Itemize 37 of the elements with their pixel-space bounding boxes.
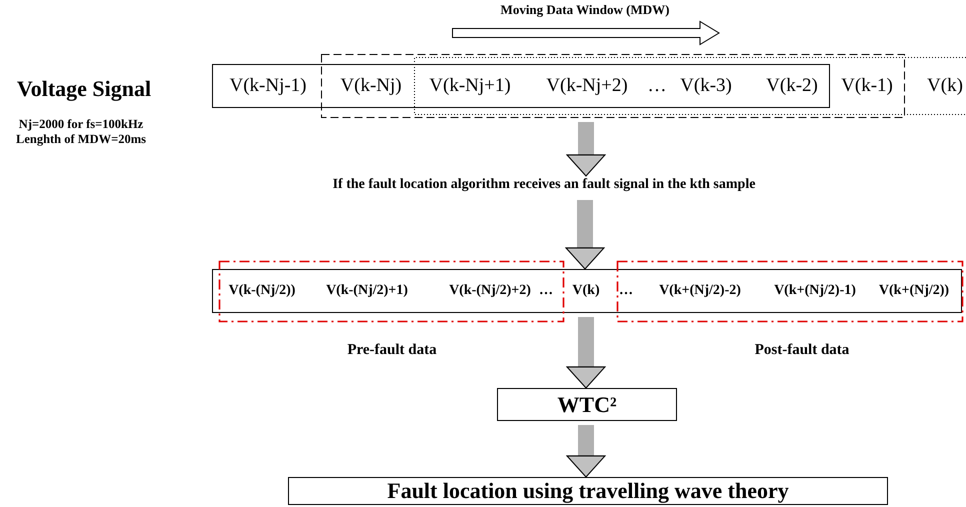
sample-label: V(k-(Nj/2)+1) bbox=[326, 284, 408, 298]
process-box: WTC² bbox=[497, 388, 677, 421]
sample-label: V(k+(Nj/2)-1) bbox=[774, 284, 856, 298]
sample-label: … bbox=[619, 284, 633, 298]
sample-row-box bbox=[212, 64, 830, 108]
sample-label: V(k-Nj-1) bbox=[229, 76, 307, 95]
sample-label: V(k) bbox=[927, 76, 963, 95]
sample-row-box bbox=[212, 269, 962, 313]
note-label: Nj=2000 for fs=100kHz bbox=[18, 118, 144, 130]
sample-label: V(k-Nj+2) bbox=[546, 76, 628, 95]
result-box: Fault location using travelling wave theory bbox=[288, 477, 888, 505]
sample-label: V(k+(Nj/2)-2) bbox=[659, 284, 741, 298]
caption-label: Moving Data Window (MDW) bbox=[500, 3, 670, 16]
sample-label: … bbox=[539, 284, 553, 298]
block-arrow bbox=[566, 317, 606, 389]
block-arrow bbox=[566, 122, 606, 177]
sample-label: V(k-2) bbox=[766, 76, 818, 95]
block-arrow bbox=[566, 425, 606, 478]
heading-label: Voltage Signal bbox=[16, 78, 152, 100]
sample-label: V(k-3) bbox=[680, 76, 732, 95]
sample-label: V(k-(Nj/2)) bbox=[228, 284, 296, 298]
pre-fault-frame bbox=[219, 261, 564, 322]
post-fault-frame bbox=[617, 261, 963, 322]
sample-label: V(k-Nj) bbox=[340, 76, 402, 95]
sample-label: V(k-1) bbox=[841, 76, 893, 95]
sample-label: V(k+(Nj/2)) bbox=[878, 284, 950, 298]
condition-text: If the fault location algorithm receives an fault signal in the kth sample bbox=[300, 176, 790, 196]
sample-label: … bbox=[648, 76, 666, 95]
sample-label: V(k-Nj+1) bbox=[429, 76, 511, 95]
moving-window-frame bbox=[321, 54, 905, 118]
caption-label: Post-fault data bbox=[754, 343, 850, 358]
block-arrow bbox=[566, 200, 604, 270]
sample-label: V(k-(Nj/2)+2) bbox=[449, 284, 531, 298]
note-label: Lenghth of MDW=20ms bbox=[16, 133, 146, 146]
next-window-frame bbox=[414, 57, 966, 115]
caption-label: Pre-fault data bbox=[347, 343, 437, 358]
sample-label: V(k) bbox=[572, 284, 600, 298]
